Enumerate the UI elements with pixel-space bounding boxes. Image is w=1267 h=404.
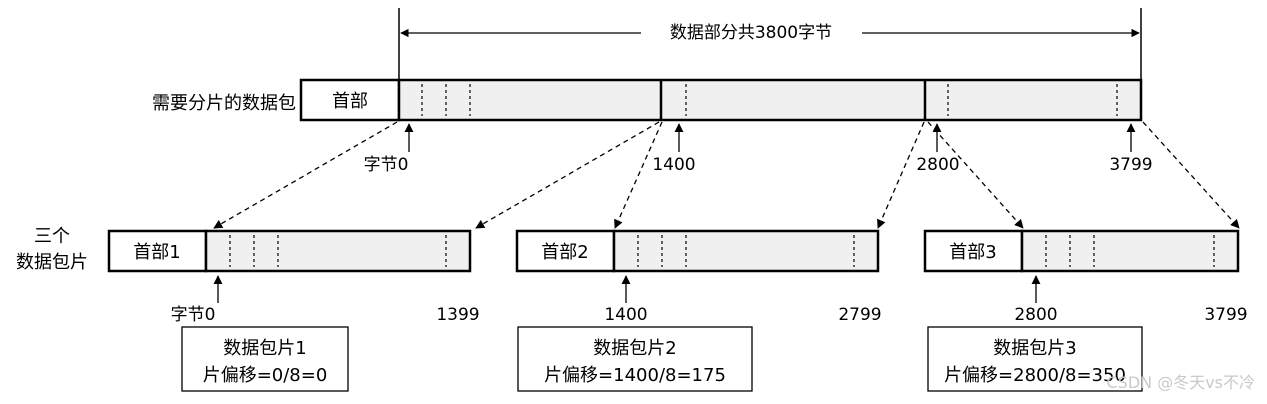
watermark: CSDN @冬天vs不冷 bbox=[1106, 373, 1255, 392]
fragment-2-data-region bbox=[612, 229, 880, 273]
marker-1400-label: 1400 bbox=[652, 155, 695, 175]
fragment-1: 首部1 字节0 1399 数据包片1 片偏移=0/8=0 bbox=[107, 229, 480, 392]
map-arrow-frag1-end bbox=[475, 121, 660, 229]
fragment-3-header-cell bbox=[923, 229, 1024, 273]
fragment-3-end-label: 3799 bbox=[1204, 305, 1247, 325]
marker-byte0-label: 字节0 bbox=[364, 155, 409, 175]
marker-3799-label: 3799 bbox=[1109, 155, 1152, 175]
fragment-2-end-label: 2799 bbox=[838, 305, 881, 325]
fragment-1-header-cell bbox=[107, 229, 208, 273]
mapping-arrows bbox=[213, 121, 1240, 229]
span-label: 数据部分共3800字节 bbox=[670, 23, 832, 43]
fragment-2: 首部2 1400 2799 数据包片2 片偏移=1400/8=175 bbox=[515, 229, 882, 392]
marker-2800-label: 2800 bbox=[916, 155, 959, 175]
fragment-1-end-label: 1399 bbox=[436, 305, 479, 325]
original-markers bbox=[404, 123, 1136, 152]
fragment-3-info-title: 数据包片3 bbox=[993, 338, 1076, 359]
fragment-2-start-label: 1400 bbox=[604, 305, 647, 325]
original-dotted-lines bbox=[421, 84, 1118, 116]
fragment-2-info-offset: 片偏移=1400/8=175 bbox=[544, 365, 726, 386]
fragment-2-info-box bbox=[517, 326, 753, 392]
fragment-3-info-offset: 片偏移=2800/8=350 bbox=[944, 365, 1126, 386]
fragment-1-header-label: 首部1 bbox=[133, 242, 180, 263]
fragment-3-start-label: 2800 bbox=[1014, 305, 1057, 325]
map-arrow-frag3-end bbox=[1142, 121, 1240, 229]
fragments-row-label-line2: 数据包片 bbox=[16, 252, 88, 273]
original-packet: 首部 bbox=[299, 78, 1143, 122]
data-span-indicator: 数据部分共3800字节 bbox=[398, 8, 1142, 80]
fragment-1-start-label: 字节0 bbox=[171, 305, 216, 325]
fragment-2-header-label: 首部2 bbox=[541, 242, 588, 263]
original-header-label: 首部 bbox=[332, 91, 368, 112]
fragment-2-header-cell bbox=[515, 229, 616, 273]
fragment-3-data-region bbox=[1020, 229, 1240, 273]
fragment-1-info-title: 数据包片1 bbox=[223, 338, 306, 359]
fragment-1-info-box bbox=[181, 326, 349, 392]
fragment-3-info-box bbox=[927, 326, 1143, 392]
original-packet-row-label: 需要分片的数据包 bbox=[152, 93, 296, 114]
map-arrow-frag2-end bbox=[877, 121, 925, 229]
fragment-1-data-region bbox=[204, 229, 472, 273]
fragment-3-header-label: 首部3 bbox=[949, 242, 996, 263]
original-header-cell bbox=[299, 78, 401, 122]
fragment-2-info-title: 数据包片2 bbox=[593, 338, 676, 359]
fragment-3: 首部3 2800 3799 数据包片3 片偏移=2800/8=350 bbox=[923, 229, 1248, 392]
fragments-row-label-line1: 三个 bbox=[34, 226, 70, 247]
map-arrow-frag1-start bbox=[213, 121, 398, 229]
fragment-1-info-offset: 片偏移=0/8=0 bbox=[203, 365, 328, 386]
original-data-region bbox=[397, 78, 1143, 122]
map-arrow-frag3-start bbox=[927, 121, 1024, 229]
map-arrow-frag2-start bbox=[614, 121, 663, 229]
